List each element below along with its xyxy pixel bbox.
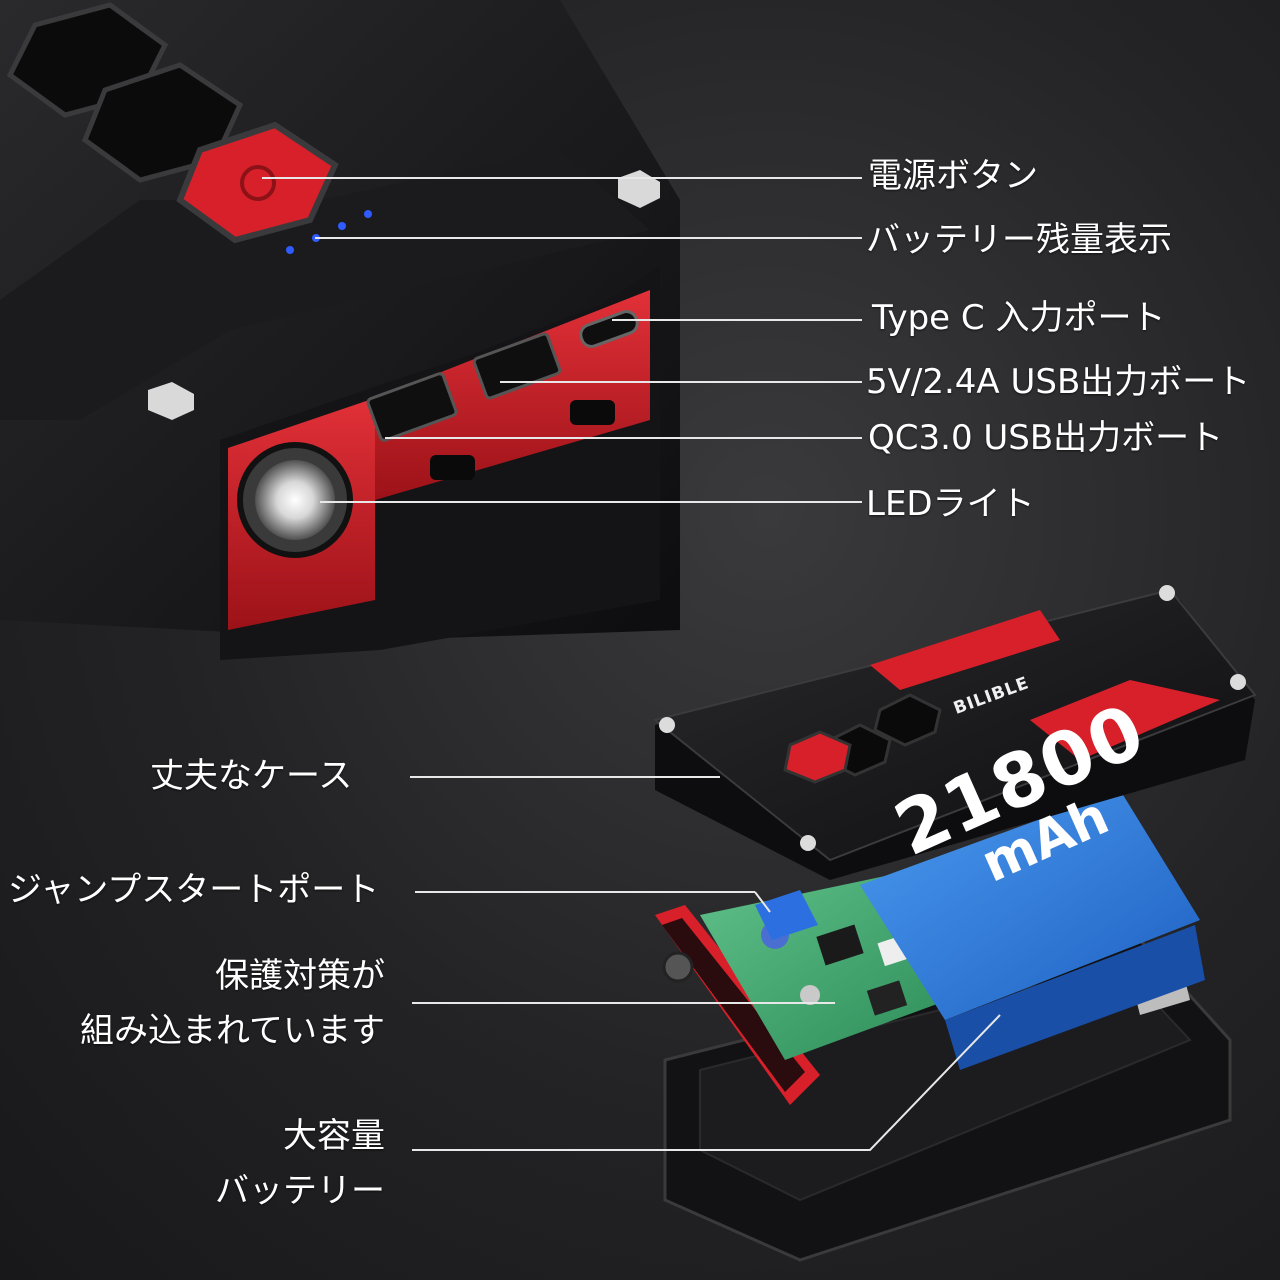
battery-led-icon [286, 246, 294, 254]
power-button-hex [176, 121, 339, 244]
top-device-ridge [0, 150, 650, 420]
case-red-stripe [870, 610, 1060, 690]
jump-port-connector [755, 890, 818, 940]
label-capacity-line1: 大容量 [283, 1116, 385, 1156]
clip-icon [430, 455, 475, 480]
front-led-icon [662, 951, 694, 983]
label-protection: 保護対策が 組み込まれています [40, 956, 385, 1052]
label-type-c-port: Type C 入力ポート [872, 298, 1166, 338]
battery-led-icon [338, 222, 346, 230]
battery-cell [860, 790, 1205, 1070]
battery-side [945, 925, 1205, 1070]
case-hex [873, 693, 942, 747]
led-light-lens [255, 460, 335, 540]
battery-led-icon [364, 210, 372, 218]
label-power-button: 電源ボタン [868, 156, 1038, 196]
top-device [0, 0, 680, 660]
label-capacity-line2: バッテリー [215, 1171, 385, 1212]
power-icon [240, 165, 276, 201]
label-usb-5v-port: 5V/2.4A USB出力ボート [866, 362, 1251, 402]
label-capacity: 大容量 バッテリー [160, 1116, 385, 1212]
label-case: 丈夫なケース [150, 756, 353, 796]
pcb-chip [866, 980, 908, 1016]
case-power-button-icon [783, 730, 852, 784]
pcb-capacitor [800, 985, 820, 1005]
screw-icon [800, 835, 816, 851]
exploded-case [652, 585, 1257, 880]
leader-line [412, 1014, 1001, 1151]
case-red-stripe [1030, 680, 1220, 760]
clip-icon [570, 400, 615, 425]
label-jump-port: ジャンプスタートポート [8, 870, 380, 910]
label-battery-indicator: バッテリー残量表示 [866, 220, 1172, 260]
leader-line [754, 891, 771, 913]
screw-icon [1230, 674, 1246, 690]
screw-icon [148, 382, 194, 420]
label-qc-port: QC3.0 USB出力ボート [868, 418, 1224, 458]
red-front-inner [662, 918, 805, 1092]
screw-icon [659, 717, 675, 733]
red-port-panel [375, 290, 650, 500]
battery-top [860, 790, 1200, 1020]
screw-icon [618, 170, 660, 208]
label-protection-line2: 組み込まれています [80, 1011, 385, 1052]
leader-lines [262, 177, 1001, 1151]
label-led-light: LEDライト [866, 484, 1035, 524]
label-protection-line1: 保護対策が [215, 956, 385, 996]
qc-usb-port-icon [366, 372, 458, 442]
pcb-chip [816, 924, 864, 966]
usb-5v-port-icon [472, 332, 562, 400]
screw-icon [1159, 585, 1175, 601]
